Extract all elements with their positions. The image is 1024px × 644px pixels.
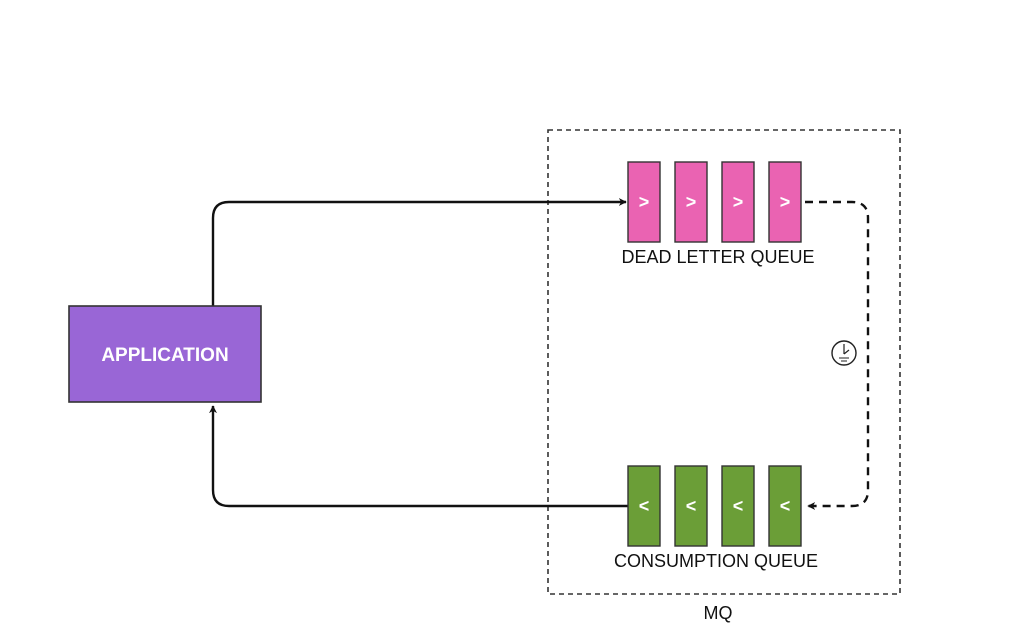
consumption-queue-message-glyph: < [733, 496, 744, 516]
consumption-queue-message: < [768, 465, 802, 547]
consumption-queue-message-block [721, 465, 755, 547]
dead-letter-queue: > > > > [627, 161, 802, 243]
consumption-queue: < < < < [627, 465, 802, 547]
dead-letter-queue-message-glyph: > [733, 192, 744, 212]
dead-letter-queue-message: > [674, 161, 708, 243]
mq-label: MQ [704, 603, 733, 623]
dead-letter-queue-message: > [768, 161, 802, 243]
edge-dead-letter-to-consumption-queue [805, 200, 870, 510]
consumption-queue-label: CONSUMPTION QUEUE [614, 551, 818, 571]
consumption-queue-message: < [627, 465, 661, 547]
consumption-queue-message-glyph: < [686, 496, 697, 516]
consumption-queue-message: < [674, 465, 708, 547]
dead-letter-queue-message: > [721, 161, 755, 243]
edge-consumption-queue-to-application [209, 405, 628, 508]
consumption-queue-message-block [627, 465, 661, 547]
dead-letter-queue-message-glyph: > [780, 192, 791, 212]
dead-letter-queue-message-block [721, 161, 755, 243]
edge-application-to-dead-letter-queue [211, 198, 627, 306]
consumption-queue-message-glyph: < [780, 496, 791, 516]
dead-letter-queue-message-block [674, 161, 708, 243]
application-node: APPLICATION [68, 305, 262, 403]
consumption-queue-message-block [768, 465, 802, 547]
dead-letter-queue-message-block [768, 161, 802, 243]
dead-letter-queue-message-glyph: > [686, 192, 697, 212]
application-label: APPLICATION [101, 345, 228, 366]
application-box [68, 305, 262, 403]
dead-letter-queue-message-block [627, 161, 661, 243]
dead-letter-queue-message-glyph: > [639, 192, 650, 212]
consumption-queue-message: < [721, 465, 755, 547]
consumption-queue-message-glyph: < [639, 496, 650, 516]
mq-boundary [547, 129, 901, 595]
dead-letter-queue-label: DEAD LETTER QUEUE [621, 247, 814, 267]
timer-icon [831, 340, 857, 366]
dead-letter-queue-message: > [627, 161, 661, 243]
consumption-queue-message-block [674, 465, 708, 547]
